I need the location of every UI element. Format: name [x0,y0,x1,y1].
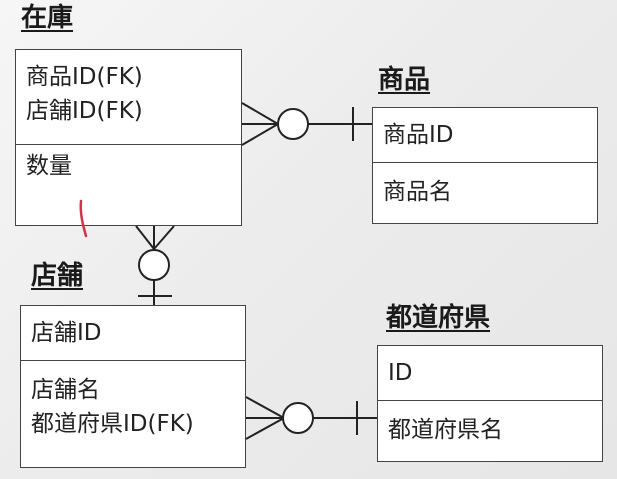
relationship-zaiko-tenpo [135,225,175,305]
entity-todofuken[interactable]: ID 都道府県名 [377,345,603,462]
relationship-zaiko-shohin [241,102,372,146]
red-pen-mark [79,199,88,238]
attr-product-id-fk: 商品ID(FK) [26,64,143,90]
entity-title-tenpo: 店舗 [31,261,84,291]
zero-circle [277,108,309,140]
attr-store-name: 店舗名 [31,377,100,403]
attr-product-name: 商品名 [383,179,452,205]
entity-title-todofuken: 都道府県 [386,303,491,333]
attr-section: 数量 [16,144,241,225]
pk-section: 商品ID [373,108,597,162]
crow-foot-many [245,396,285,419]
entity-shohin[interactable]: 商品ID 商品名 [372,107,598,224]
attr-section: 商品名 [373,162,597,223]
entity-zaiko[interactable]: 商品ID(FK) 店舗ID(FK) 数量 [15,49,242,226]
zero-circle [282,402,314,434]
zero-circle [138,249,170,281]
pk-section: ID [378,346,602,400]
attr-product-id: 商品ID [383,122,454,148]
relationship-tenpo-todofuken [245,396,377,440]
attr-section: 都道府県名 [378,400,602,461]
entity-tenpo[interactable]: 店舗ID 店舗名 都道府県ID(FK) [20,305,246,468]
attr-store-id-fk: 店舗ID(FK) [26,98,143,124]
pk-section: 商品ID(FK) 店舗ID(FK) [16,50,241,144]
pk-section: 店舗ID [21,306,245,360]
attr-prefecture-name: 都道府県名 [388,417,503,443]
attr-section: 店舗名 都道府県ID(FK) [21,360,245,467]
attr-quantity: 数量 [26,153,72,179]
attr-prefecture-id: ID [388,360,413,386]
crow-foot-many [135,225,155,250]
attr-store-id: 店舗ID [31,320,102,346]
crow-foot-many [241,102,279,125]
entity-title-shohin: 商品 [378,65,431,95]
attr-prefecture-id-fk: 都道府県ID(FK) [31,411,194,437]
entity-title-zaiko: 在庫 [21,3,74,33]
